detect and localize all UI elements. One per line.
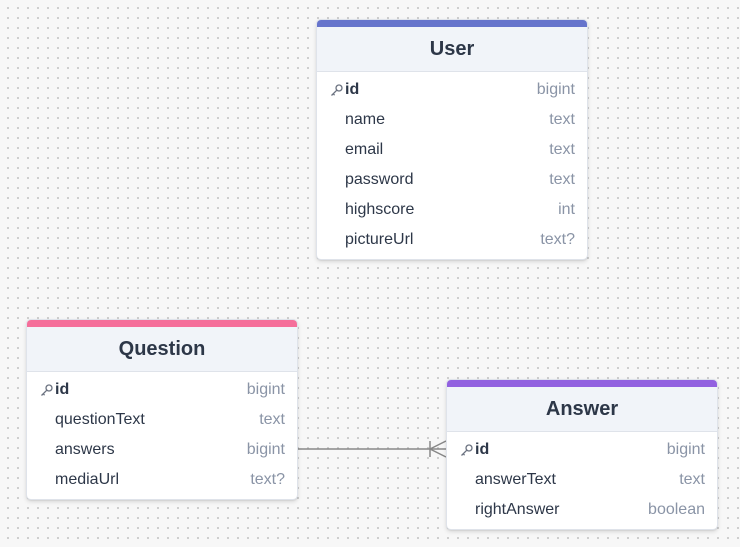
table-answer[interactable]: Answer id bigint answerText text rightAn… xyxy=(446,379,718,530)
table-accent xyxy=(317,20,587,27)
column-row-id[interactable]: id bigint xyxy=(447,435,717,465)
key-icon xyxy=(331,83,343,96)
key-icon xyxy=(41,383,53,396)
column-row-answertext[interactable]: answerText text xyxy=(447,465,717,495)
column-row-email[interactable]: email text xyxy=(317,135,587,165)
column-type: text xyxy=(549,171,575,188)
column-type: text? xyxy=(250,471,285,488)
table-question[interactable]: Question id bigint questionText text ans… xyxy=(26,319,298,500)
column-name: name xyxy=(345,111,386,128)
column-type: text xyxy=(549,111,575,128)
column-name: questionText xyxy=(55,411,145,428)
column-name: pictureUrl xyxy=(345,231,414,248)
table-user[interactable]: User id bigint name text email text pass… xyxy=(316,19,588,260)
column-row-answers[interactable]: answers bigint xyxy=(27,435,297,465)
column-name: answers xyxy=(55,441,115,458)
column-row-highscore[interactable]: highscore int xyxy=(317,195,587,225)
table-title[interactable]: User xyxy=(317,27,587,72)
column-name: id xyxy=(475,441,490,458)
column-row-rightanswer[interactable]: rightAnswer boolean xyxy=(447,495,717,525)
column-row-pictureurl[interactable]: pictureUrl text? xyxy=(317,225,587,255)
column-row-id[interactable]: id bigint xyxy=(317,75,587,105)
column-row-mediaurl[interactable]: mediaUrl text? xyxy=(27,465,297,495)
table-accent xyxy=(447,380,717,387)
column-name: id xyxy=(55,381,70,398)
column-type: text xyxy=(259,411,285,428)
column-name: answerText xyxy=(475,471,556,488)
column-type: text xyxy=(549,141,575,158)
column-name: password xyxy=(345,171,414,188)
column-type: text? xyxy=(540,231,575,248)
column-type: bigint xyxy=(536,81,575,98)
column-type: boolean xyxy=(648,501,705,518)
column-type: bigint xyxy=(666,441,705,458)
column-name: rightAnswer xyxy=(475,501,560,518)
table-title[interactable]: Answer xyxy=(447,387,717,432)
key-icon xyxy=(461,443,473,456)
column-type: bigint xyxy=(246,381,285,398)
column-name: email xyxy=(345,141,384,158)
table-title[interactable]: Question xyxy=(27,327,297,372)
column-type: bigint xyxy=(246,441,285,458)
table-accent xyxy=(27,320,297,327)
column-row-questiontext[interactable]: questionText text xyxy=(27,405,297,435)
column-row-id[interactable]: id bigint xyxy=(27,375,297,405)
column-type: int xyxy=(558,201,575,218)
crow-foot-icon xyxy=(429,440,447,458)
column-name: id xyxy=(345,81,360,98)
column-type: text xyxy=(679,471,705,488)
column-row-name[interactable]: name text xyxy=(317,105,587,135)
column-name: highscore xyxy=(345,201,415,218)
column-name: mediaUrl xyxy=(55,471,120,488)
column-row-password[interactable]: password text xyxy=(317,165,587,195)
